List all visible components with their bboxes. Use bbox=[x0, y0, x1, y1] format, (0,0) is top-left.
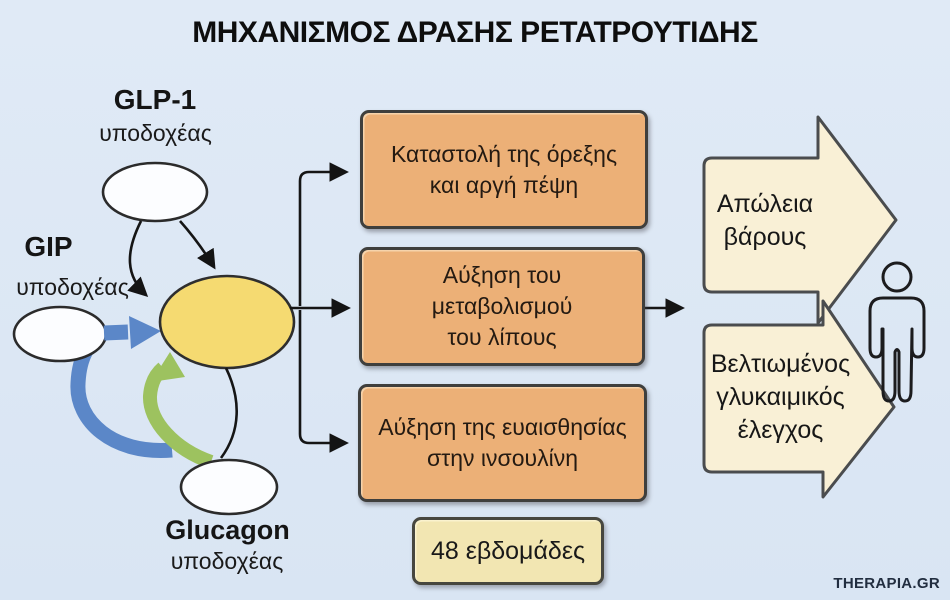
curved-arrow-green-head bbox=[151, 352, 185, 382]
duration-label: 48 εβδομάδες bbox=[430, 536, 586, 565]
effect-box-line: Αύξηση του bbox=[442, 262, 562, 288]
outcome-line: έλεγχος bbox=[737, 416, 824, 444]
effect-box-line: και αργή πέψη bbox=[429, 171, 579, 198]
block-arrow-right-icon bbox=[702, 299, 896, 499]
gip-receptor-label: GIP bbox=[24, 231, 73, 262]
glp1-receptor-ellipse bbox=[101, 161, 209, 223]
glp1-receptor-sublabel: υποδοχέας bbox=[99, 120, 212, 146]
glp1-to-hub-arrow-left bbox=[127, 220, 149, 298]
block-arrow-right-icon bbox=[702, 115, 898, 325]
outcome-line: Απώλεια bbox=[716, 190, 814, 218]
gip-receptor-sublabel: υποδοχέας bbox=[16, 274, 129, 300]
retatrutide-hub-ellipse bbox=[158, 274, 296, 370]
effect-box-line: μεταβολισμού bbox=[431, 293, 573, 319]
effect-box-line: Καταστολή της όρεξης bbox=[390, 140, 618, 167]
effect-box-line: Αύξηση της ευαισθησίας bbox=[378, 414, 627, 440]
outcome-line: γλυκαιμικός bbox=[716, 383, 845, 411]
glucagon-receptor-ellipse bbox=[179, 458, 279, 516]
curved-arrow-blue-shaft bbox=[103, 324, 129, 341]
outcome-glycemic-label: Βελτιωμένος γλυκαιμικός έλεγχος bbox=[698, 348, 863, 447]
duration-box: 48 εβδομάδες bbox=[412, 517, 604, 585]
effect-box-line: του λίπους bbox=[447, 324, 557, 350]
glp1-to-hub-arrow-right bbox=[179, 220, 216, 270]
watermark: THERAPIA.GR bbox=[833, 575, 940, 592]
effect-box-line: στην ινσουλίνη bbox=[426, 445, 579, 471]
hub-to-glucagon-link bbox=[219, 367, 238, 459]
curved-arrow-blue-head bbox=[129, 316, 161, 349]
outcome-line: βάρους bbox=[723, 223, 807, 251]
page-title: ΜΗΧΑΝΙΣΜΟΣ ΔΡΑΣΗΣ ΡΕΤΑΤΡΟΥΤΙΔΗΣ bbox=[192, 16, 758, 49]
effect-box-metabolism: Αύξηση του μεταβολισμού του λίπους bbox=[359, 247, 645, 366]
effect-box-insulin: Αύξηση της ευαισθησίας στην ινσουλίνη bbox=[358, 384, 647, 502]
outcome-weight-loss-label: Απώλεια βάρους bbox=[700, 188, 830, 254]
connector-hub-to-box3 bbox=[298, 310, 349, 453]
glucagon-receptor-sublabel: υποδοχέας bbox=[170, 548, 284, 574]
connector-hub-to-box1 bbox=[298, 162, 349, 306]
gip-receptor-ellipse bbox=[12, 305, 108, 363]
glp1-receptor-label: GLP-1 bbox=[113, 84, 197, 115]
effect-box-appetite: Καταστολή της όρεξης και αργή πέψη bbox=[360, 110, 648, 229]
glucagon-receptor-label: Glucagon bbox=[165, 515, 290, 545]
person-icon bbox=[868, 261, 926, 403]
outcome-line: Βελτιωμένος bbox=[710, 350, 851, 378]
